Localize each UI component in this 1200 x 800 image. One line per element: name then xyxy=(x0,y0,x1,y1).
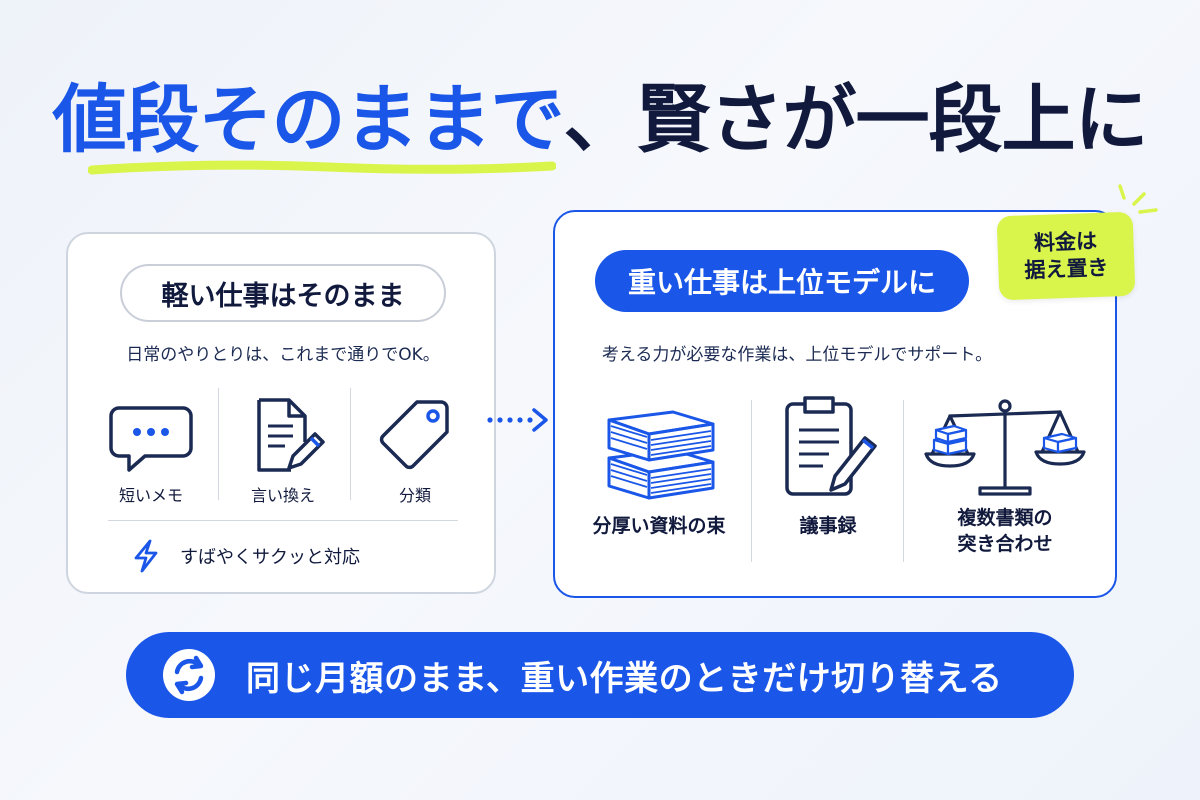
light-tasks-card: 軽い仕事はそのまま 日常のやりとりは、これまで通りでOK。 短いメモ 言い換え xyxy=(66,232,496,594)
heavy-tasks-icon-row: 分厚い資料の束 議事録 xyxy=(569,384,1105,574)
page-headline: 値段そのままで、賢さが一段上に xyxy=(0,77,1200,163)
price-unchanged-sticky-note: 料金は 据え置き xyxy=(996,211,1136,301)
headline-highlight: 値段そのままで xyxy=(52,77,565,163)
item-cross-check: 複数書類の 突き合わせ xyxy=(907,384,1103,574)
item-thick-documents: 分厚い資料の束 xyxy=(569,384,749,574)
item-label: 議事録 xyxy=(799,515,857,537)
chat-bubble-icon xyxy=(109,406,193,472)
item-rephrase: 言い換え xyxy=(218,384,348,505)
divider xyxy=(218,388,219,500)
heavy-tasks-card: 重い仕事は上位モデルに 考える力が必要な作業は、上位モデルでサポート。 xyxy=(553,210,1117,598)
tag-icon xyxy=(379,400,449,470)
divider xyxy=(751,400,752,562)
sync-icon xyxy=(163,649,215,701)
light-tasks-icon-row: 短いメモ 言い換え 分類 xyxy=(86,384,480,505)
divider xyxy=(350,388,351,500)
document-pen-icon xyxy=(257,398,325,472)
divider xyxy=(108,520,458,521)
item-minutes: 議事録 xyxy=(755,384,901,574)
item-classify: 分類 xyxy=(350,384,480,505)
light-tasks-footer: すばやくサクッと対応 xyxy=(128,534,448,578)
item-label: 短いメモ xyxy=(118,486,183,505)
headline-rest: 、賢さが一段上に xyxy=(563,77,1149,163)
heavy-tasks-subtitle: 考える力が必要な作業は、上位モデルでサポート。 xyxy=(601,345,993,365)
document-stack-icon xyxy=(607,410,715,500)
footer-label: すばやくサクッと対応 xyxy=(180,547,360,568)
divider xyxy=(903,400,904,562)
item-label-line1: 複数書類の xyxy=(957,507,1053,529)
highlighter-underline xyxy=(88,160,556,175)
item-label: 言い換え xyxy=(250,486,315,505)
item-label-line2: 突き合わせ xyxy=(957,532,1053,555)
item-short-memo: 短いメモ xyxy=(86,384,216,505)
light-tasks-pill: 軽い仕事はそのまま xyxy=(120,264,446,322)
balance-scale-icon xyxy=(924,399,1086,496)
clipboard-pen-icon xyxy=(785,396,877,496)
lightning-icon xyxy=(134,539,158,573)
heavy-tasks-pill: 重い仕事は上位モデルに xyxy=(595,250,969,312)
item-label: 分厚い資料の束 xyxy=(592,515,726,537)
dotted-arrow-icon xyxy=(487,408,548,432)
item-label: 分類 xyxy=(398,486,431,505)
spark-lines-icon xyxy=(1118,184,1158,214)
sticky-line1: 料金は xyxy=(1033,228,1098,255)
summary-banner: 同じ月額のまま、重い作業のときだけ切り替える xyxy=(126,632,1074,718)
sticky-line2: 据え置き xyxy=(1024,255,1109,283)
light-tasks-subtitle: 日常のやりとりは、これまで通りでOK。 xyxy=(126,345,440,365)
banner-text: 同じ月額のまま、重い作業のときだけ切り替える xyxy=(246,658,1003,699)
